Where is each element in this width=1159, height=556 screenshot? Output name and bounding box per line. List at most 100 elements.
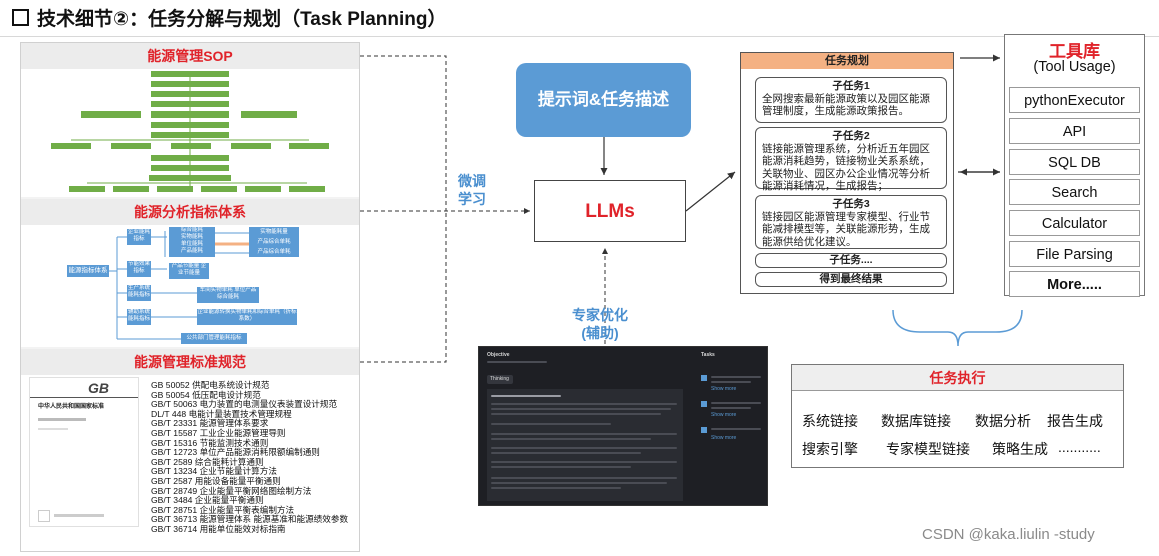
tool-calculator: Calculator (1009, 210, 1140, 236)
subtask-more: 子任务.... (755, 253, 947, 268)
arrow-llm-plan (685, 171, 736, 212)
tool-more: More..... (1009, 271, 1140, 297)
execution-item: 专家模型链接 (886, 441, 970, 457)
standard-item: GB/T 2587 用能设备能量平衡通则 (151, 475, 281, 486)
execution-item: ........... (1058, 439, 1101, 455)
chat-thinking-tag: Thinking (487, 375, 513, 384)
subtask-title: 子任务2 (832, 130, 870, 142)
metrics-node: 车间实物单耗 单位产品综合能耗 (197, 287, 259, 303)
page-title: 技术细节②：任务分解与规划（Task Planning） (12, 4, 446, 31)
sop-flowchart-image (51, 71, 329, 192)
standard-item: GB 50054 低压配电设计规范 (151, 389, 261, 400)
chat-text-line (491, 423, 611, 425)
gb-stamp (38, 510, 50, 522)
metrics-node: 单位能耗 (180, 241, 203, 247)
gb-divider (30, 397, 138, 398)
standard-item: GB/T 13234 企业节能量计算方法 (151, 466, 277, 477)
metrics-node: 产品节能量 企业节能量 (169, 263, 209, 279)
execution-item: 数据分析 (975, 413, 1031, 429)
subtask-title: 子任务1 (832, 80, 870, 92)
standard-item: GB/T 28749 企业能量平衡网络图绘制方法 (151, 485, 312, 496)
planning-title: 任务规划 (741, 53, 953, 69)
gb-logo: GB (88, 380, 109, 396)
chat-show-more: Show more (711, 412, 737, 418)
metrics-node-group: 实物能耗量 产品综合单耗 产品综合单耗 (249, 227, 299, 257)
chat-body (487, 389, 683, 501)
final-result: 得到最终结果 (755, 272, 947, 287)
standard-item: GB/T 15316 节能监测技术通则 (151, 437, 269, 448)
square-bullet-icon (12, 9, 29, 26)
standard-item: GB/T 23331 能源管理体系要求 (151, 418, 269, 429)
tool-file-parsing: File Parsing (1009, 241, 1140, 267)
expert-label: 专家优化(辅助) (572, 307, 628, 341)
standards-title: 能源管理标准规范 (21, 349, 359, 375)
execution-panel: 任务执行 系统链接 数据库链接 数据分析 报告生成 搜索引擎 专家模型链接 策略… (791, 364, 1124, 468)
chat-text-line (491, 487, 621, 489)
execution-item: 系统链接 (802, 413, 858, 429)
subtask-3: 子任务3 链接园区能源管理专家模型、行业节能减排模型等，关联能源形势，生成能源供… (755, 195, 947, 249)
chat-text-line (491, 408, 671, 410)
chat-text-line (491, 466, 631, 468)
chat-text-line (491, 477, 677, 479)
subtask-1: 子任务1 全网搜索最新能源政策以及园区能源管理制度，生成能源政策报告。 (755, 77, 947, 123)
left-panel: 能源管理SOP 能源分析指标体系 (20, 42, 360, 552)
gb-document-cover: GB 中华人民共和国国家标准 (29, 377, 139, 527)
standard-item: GB/T 3484 企业能量平衡通则 (151, 495, 264, 506)
metrics-tree: 能源指标体系 企业能耗指标 综合能耗 实物能耗 单位能耗 产品能耗 实物能耗量 … (21, 225, 359, 347)
tools-subtitle: (Tool Usage) (1033, 59, 1116, 75)
standard-item: DL/T 448 电能计量装置技术管理规程 (151, 408, 292, 419)
metrics-node: 公共部门管理能耗指标 (181, 333, 247, 344)
metrics-node: 辅助系统能耗指标 (127, 309, 151, 325)
metrics-node: 产品综合单耗 (257, 239, 291, 245)
chat-text-line (491, 403, 677, 405)
chat-text-line (491, 461, 677, 463)
tool-search: Search (1009, 179, 1140, 205)
chat-text-line (491, 433, 677, 435)
standards-list: GB 50052 供配电系统设计规范 GB 50054 低压配电设计规范 GB/… (151, 380, 349, 535)
execution-brace (892, 309, 1023, 347)
metrics-node: 企业能源转换实物单耗和综合单耗（折标系数） (197, 309, 297, 325)
chat-task-check-icon (701, 375, 707, 381)
chat-tasks: Tasks (701, 352, 715, 358)
planning-panel: 任务规划 子任务1 全网搜索最新能源政策以及园区能源管理制度，生成能源政策报告。… (740, 52, 954, 294)
watermark: CSDN @kaka.liulin -study (922, 526, 1095, 543)
prompt-box: 提示词&任务描述 (516, 63, 691, 137)
chat-text-line (491, 482, 667, 484)
metrics-node: 企业能耗指标 (127, 229, 151, 245)
chat-objective: Objective (487, 352, 510, 358)
chat-text-line (711, 402, 761, 404)
subtask-title: 子任务3 (832, 198, 870, 210)
connector-sop (360, 55, 447, 211)
gb-header: 中华人民共和国国家标准 (38, 404, 105, 410)
subtask-2: 子任务2 链接能源管理系统，分析近五年园区能源消耗趋势，链接物业关系系统，关联物… (755, 127, 947, 192)
metrics-node: 产品综合单耗 (257, 249, 291, 255)
chat-task-check-icon (701, 401, 707, 407)
metrics-node: 实物能耗 (180, 234, 203, 240)
chat-text-line (491, 447, 677, 449)
standard-item: GB/T 36713 能源管理体系 能源基准和能源绩效参数 (151, 514, 349, 525)
tool-sql-db: SQL DB (1009, 149, 1140, 175)
metrics-root-node: 能源指标体系 (67, 265, 109, 277)
tool-python-executor: pythonExecutor (1009, 87, 1140, 113)
subtask-body: 链接园区能源管理专家模型、行业节能减排模型等，关联能源形势，生成能源供给优化建议… (762, 210, 930, 248)
standard-item: GB/T 2589 综合能耗计算通则 (151, 456, 264, 467)
chat-text-line (491, 438, 651, 440)
chat-screenshot: Objective Tasks Thinking Show more Show … (478, 346, 768, 506)
metrics-node: 实物能耗量 (260, 229, 288, 235)
chat-text-line (491, 452, 641, 454)
llm-box: LLMs (534, 180, 686, 242)
chat-show-more: Show more (711, 435, 737, 441)
standards-section: GB 中华人民共和国国家标准 GB 50052 供配电系统设计规范 GB 500… (21, 375, 359, 551)
execution-item: 策略生成 (992, 441, 1048, 457)
chat-text-line (491, 395, 561, 397)
metrics-tree-image (109, 231, 249, 340)
chat-text-line (491, 413, 661, 415)
chat-text-line (711, 407, 751, 409)
execution-item: 数据库链接 (881, 413, 951, 429)
tools-title: 工具库 (1049, 42, 1100, 61)
sop-flowchart (21, 69, 359, 197)
gb-text-line (54, 514, 104, 517)
execution-title: 任务执行 (792, 365, 1123, 391)
subtask-body: 全网搜索最新能源政策以及园区能源管理制度，生成能源政策报告。 (762, 92, 930, 118)
